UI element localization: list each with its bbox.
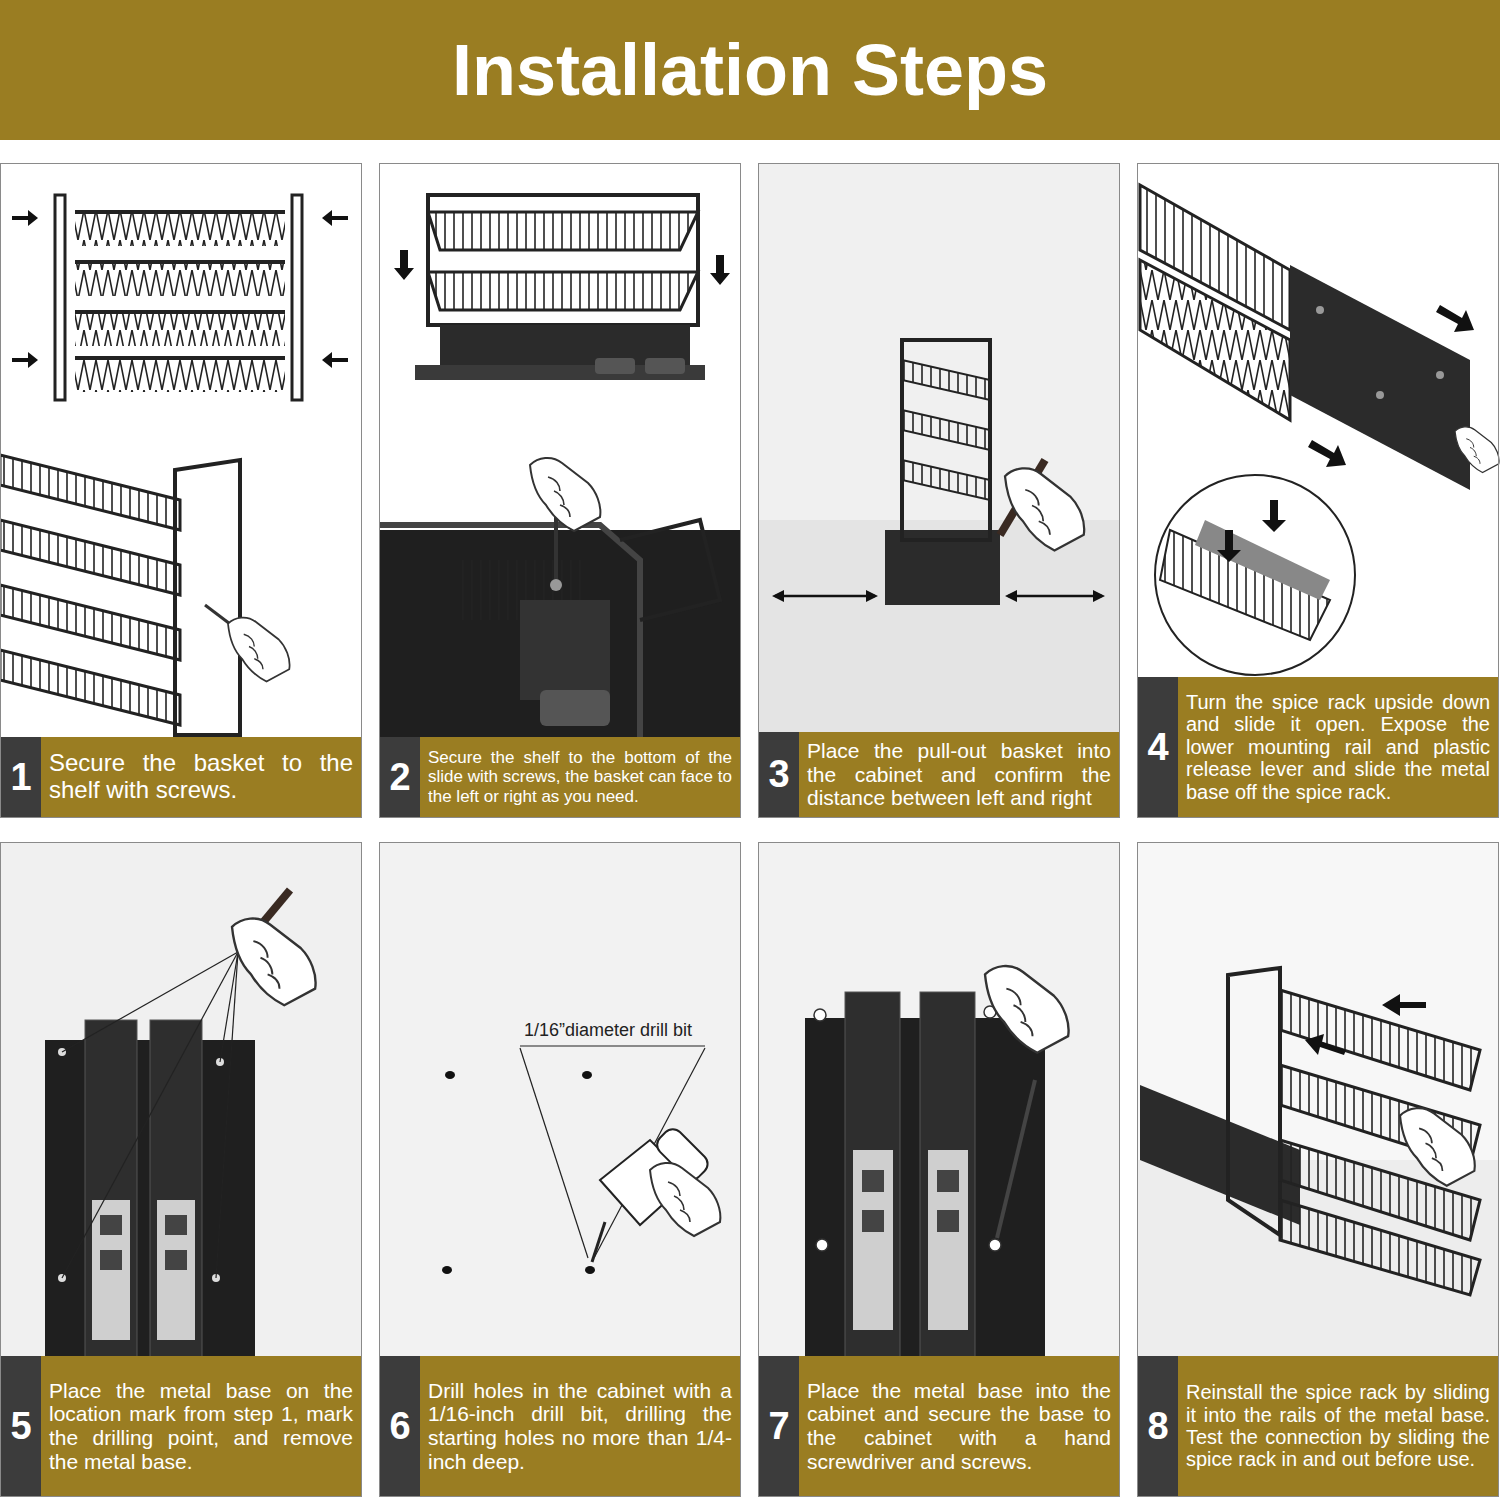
caption-box: Reinstall the spice rack by sliding it i… — [1178, 1356, 1498, 1496]
step1-art — [0, 195, 348, 735]
step-number: 3 — [759, 732, 799, 817]
step6-art — [380, 843, 740, 1357]
step-number: 2 — [380, 737, 420, 817]
step-caption: Secure the shelf to the bottom of the sl… — [428, 748, 732, 805]
caption-bar: 1Secure the basket to the shelf with scr… — [1, 737, 361, 817]
step-panel: 8Reinstall the spice rack by sliding it … — [1137, 842, 1499, 1497]
step-caption: Drill holes in the cabinet with a 1/16-i… — [428, 1379, 732, 1473]
caption-box: Secure the shelf to the bottom of the sl… — [420, 737, 740, 817]
caption-bar: 5Place the metal base on the location ma… — [1, 1356, 361, 1496]
step-number: 4 — [1138, 677, 1178, 817]
step-panel: 1Secure the basket to the shelf with scr… — [0, 163, 362, 818]
caption-box: Drill holes in the cabinet with a 1/16-i… — [420, 1356, 740, 1496]
step-number: 7 — [759, 1356, 799, 1496]
step-caption: Reinstall the spice rack by sliding it i… — [1186, 1381, 1490, 1471]
step-caption: Place the pull-out basket into the cabin… — [807, 739, 1111, 810]
caption-box: Place the pull-out basket into the cabin… — [799, 732, 1119, 817]
caption-bar: 3Place the pull-out basket into the cabi… — [759, 732, 1119, 817]
caption-box: Place the metal base on the location mar… — [41, 1356, 361, 1496]
step-number: 1 — [1, 737, 41, 817]
step5-art — [1, 843, 361, 1357]
caption-bar: 4Turn the spice rack upside down and sli… — [1138, 677, 1498, 817]
step-number: 6 — [380, 1356, 420, 1496]
step-number: 5 — [1, 1356, 41, 1496]
caption-bar: 6Drill holes in the cabinet with a 1/16-… — [380, 1356, 740, 1496]
caption-bar: 7Place the metal base into the cabinet a… — [759, 1356, 1119, 1496]
step-panel: 7Place the metal base into the cabinet a… — [758, 842, 1120, 1497]
step-caption: Turn the spice rack upside down and slid… — [1186, 691, 1490, 803]
step4-art — [1140, 185, 1499, 675]
step7-art — [759, 843, 1119, 1357]
step2-art — [380, 195, 740, 738]
step-panel: 5Place the metal base on the location ma… — [0, 842, 362, 1497]
step-panel: 2Secure the shelf to the bottom of the s… — [379, 163, 741, 818]
caption-box: Secure the basket to the shelf with scre… — [41, 737, 361, 817]
step-caption: Place the metal base into the cabinet an… — [807, 1379, 1111, 1473]
step-panel: 4Turn the spice rack upside down and sli… — [1137, 163, 1499, 818]
step-caption: Secure the basket to the shelf with scre… — [49, 750, 353, 804]
caption-bar: 2Secure the shelf to the bottom of the s… — [380, 737, 740, 817]
caption-box: Turn the spice rack upside down and slid… — [1178, 677, 1498, 817]
step-panel: 3Place the pull-out basket into the cabi… — [758, 163, 1120, 818]
step-caption: Place the metal base on the location mar… — [49, 1379, 353, 1473]
step3-art — [759, 164, 1119, 738]
step8-art — [1138, 843, 1498, 1357]
drill-bit-label: 1/16”diameter drill bit — [522, 1020, 694, 1041]
step-number: 8 — [1138, 1356, 1178, 1496]
title-band — [0, 0, 1500, 140]
caption-bar: 8Reinstall the spice rack by sliding it … — [1138, 1356, 1498, 1496]
title-text: Installation Steps — [0, 0, 1500, 140]
step-panel: 6Drill holes in the cabinet with a 1/16-… — [379, 842, 741, 1497]
caption-box: Place the metal base into the cabinet an… — [799, 1356, 1119, 1496]
